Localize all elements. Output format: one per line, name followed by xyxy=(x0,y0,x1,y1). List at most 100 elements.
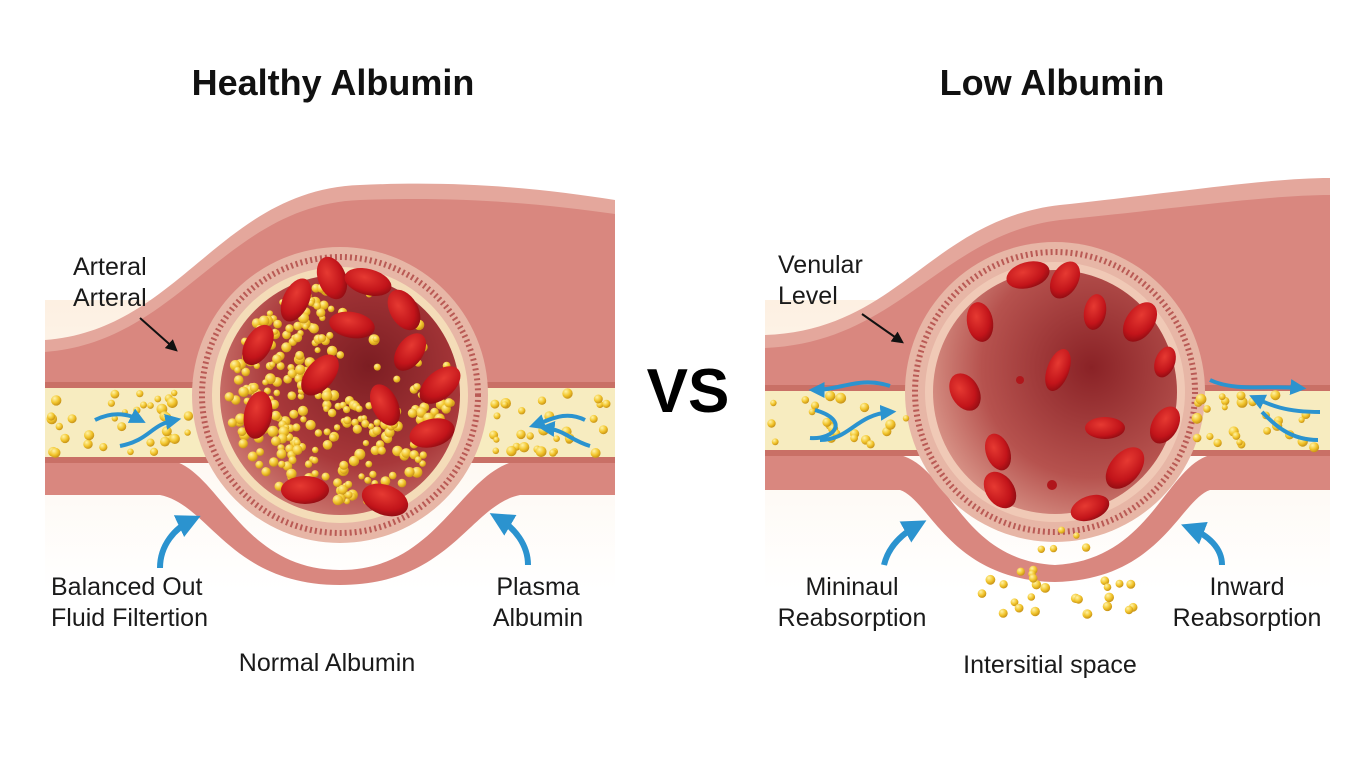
albumin-particle xyxy=(83,440,92,449)
albumin-particle xyxy=(349,456,359,466)
albumin-particle xyxy=(337,351,345,359)
albumin-particle xyxy=(323,440,333,450)
albumin-particle xyxy=(553,435,560,442)
inward-label-line1: Inward xyxy=(1160,572,1334,603)
albumin-particle xyxy=(1236,439,1242,445)
albumin-particle xyxy=(404,467,414,477)
albumin-particle xyxy=(373,336,380,343)
albumin-particle xyxy=(1299,417,1305,423)
albumin-particle xyxy=(345,491,352,498)
albumin-particle xyxy=(444,398,453,407)
albumin-particle xyxy=(562,388,572,398)
albumin-particle xyxy=(1206,433,1213,440)
albumin-particle xyxy=(353,425,362,434)
albumin-particle xyxy=(277,449,287,459)
albumin-particle xyxy=(398,479,407,488)
albumin-particle xyxy=(860,403,869,412)
albumin-particle xyxy=(1232,432,1240,440)
healthy-albumin-title: Healthy Albumin xyxy=(123,62,543,104)
albumin-particle xyxy=(343,416,351,424)
balanced-label-line1: Balanced Out xyxy=(51,572,208,603)
albumin-particle xyxy=(356,405,363,412)
albumin-particle xyxy=(549,449,557,457)
vs-label: VS xyxy=(628,356,748,427)
albumin-particle xyxy=(1074,595,1083,604)
albumin-particle xyxy=(1213,439,1221,447)
albumin-particle xyxy=(171,390,177,396)
albumin-particle xyxy=(493,437,499,443)
albumin-particle xyxy=(147,402,154,409)
balanced-label-line2: Fluid Filtertion xyxy=(51,603,208,634)
albumin-particle xyxy=(850,434,858,442)
albumin-particle xyxy=(184,429,190,435)
albumin-particle xyxy=(160,437,170,447)
albumin-particle xyxy=(56,423,63,430)
albumin-particle xyxy=(127,449,134,456)
albumin-particle xyxy=(99,443,107,451)
albumin-particle xyxy=(1104,593,1114,603)
albumin-particle xyxy=(334,424,340,430)
albumin-particle xyxy=(281,342,291,352)
albumin-particle xyxy=(591,448,601,458)
albumin-particle xyxy=(1222,404,1228,410)
red-blood-cell-fragment xyxy=(1016,376,1024,384)
healthy-albumin-panel xyxy=(45,184,615,590)
albumin-particle xyxy=(108,400,115,407)
albumin-particle xyxy=(326,332,333,339)
albumin-particle xyxy=(315,429,322,436)
albumin-particle xyxy=(292,423,300,431)
albumin-particle xyxy=(345,481,352,488)
albumin-particle xyxy=(401,448,411,458)
albumin-particle xyxy=(162,426,172,436)
albumin-particle xyxy=(1073,532,1079,538)
albumin-particle xyxy=(1050,545,1057,552)
arterial-label-line2: Arteral xyxy=(73,283,147,314)
albumin-particle xyxy=(1038,546,1045,553)
albumin-particle xyxy=(184,411,193,420)
albumin-particle xyxy=(1015,604,1024,613)
albumin-particle xyxy=(146,439,154,447)
albumin-particle xyxy=(318,334,326,342)
albumin-particle xyxy=(238,387,248,397)
albumin-particle xyxy=(339,461,348,470)
albumin-particle xyxy=(136,390,143,397)
albumin-particle xyxy=(1103,602,1112,611)
albumin-particle xyxy=(506,446,516,456)
albumin-particle xyxy=(835,393,846,404)
arterial-label-line1: Arteral xyxy=(73,252,147,283)
albumin-particle xyxy=(298,406,308,416)
albumin-particle xyxy=(228,418,237,427)
albumin-particle xyxy=(825,391,835,401)
albumin-particle xyxy=(50,448,60,458)
albumin-particle xyxy=(413,383,420,390)
low-albumin-panel xyxy=(765,178,1330,619)
albumin-particle xyxy=(269,457,278,466)
albumin-particle xyxy=(408,409,417,418)
albumin-particle xyxy=(518,407,525,414)
albumin-particle xyxy=(516,430,525,439)
albumin-particle xyxy=(239,439,248,448)
albumin-particle xyxy=(1309,442,1319,452)
albumin-particle xyxy=(772,438,779,445)
albumin-particle xyxy=(1125,606,1133,614)
albumin-particle xyxy=(313,302,321,310)
albumin-particle xyxy=(167,397,178,408)
albumin-particle xyxy=(68,414,77,423)
albumin-particle xyxy=(1237,391,1246,400)
albumin-particle xyxy=(365,461,372,468)
albumin-particle xyxy=(328,306,335,313)
albumin-particle xyxy=(140,402,147,409)
albumin-particle xyxy=(867,440,875,448)
albumin-particle xyxy=(288,391,297,400)
albumin-particle xyxy=(293,333,302,342)
inward-label-line2: Reabsorption xyxy=(1160,603,1334,634)
interstitial-space-caption: Intersitial space xyxy=(930,650,1170,681)
albumin-particle xyxy=(133,407,140,414)
albumin-particle xyxy=(393,376,400,383)
albumin-particle xyxy=(594,395,603,404)
albumin-particle xyxy=(262,379,268,385)
albumin-particle xyxy=(536,446,547,457)
albumin-particle xyxy=(1058,527,1065,534)
albumin-particle xyxy=(343,406,350,413)
albumin-particle xyxy=(493,448,500,455)
